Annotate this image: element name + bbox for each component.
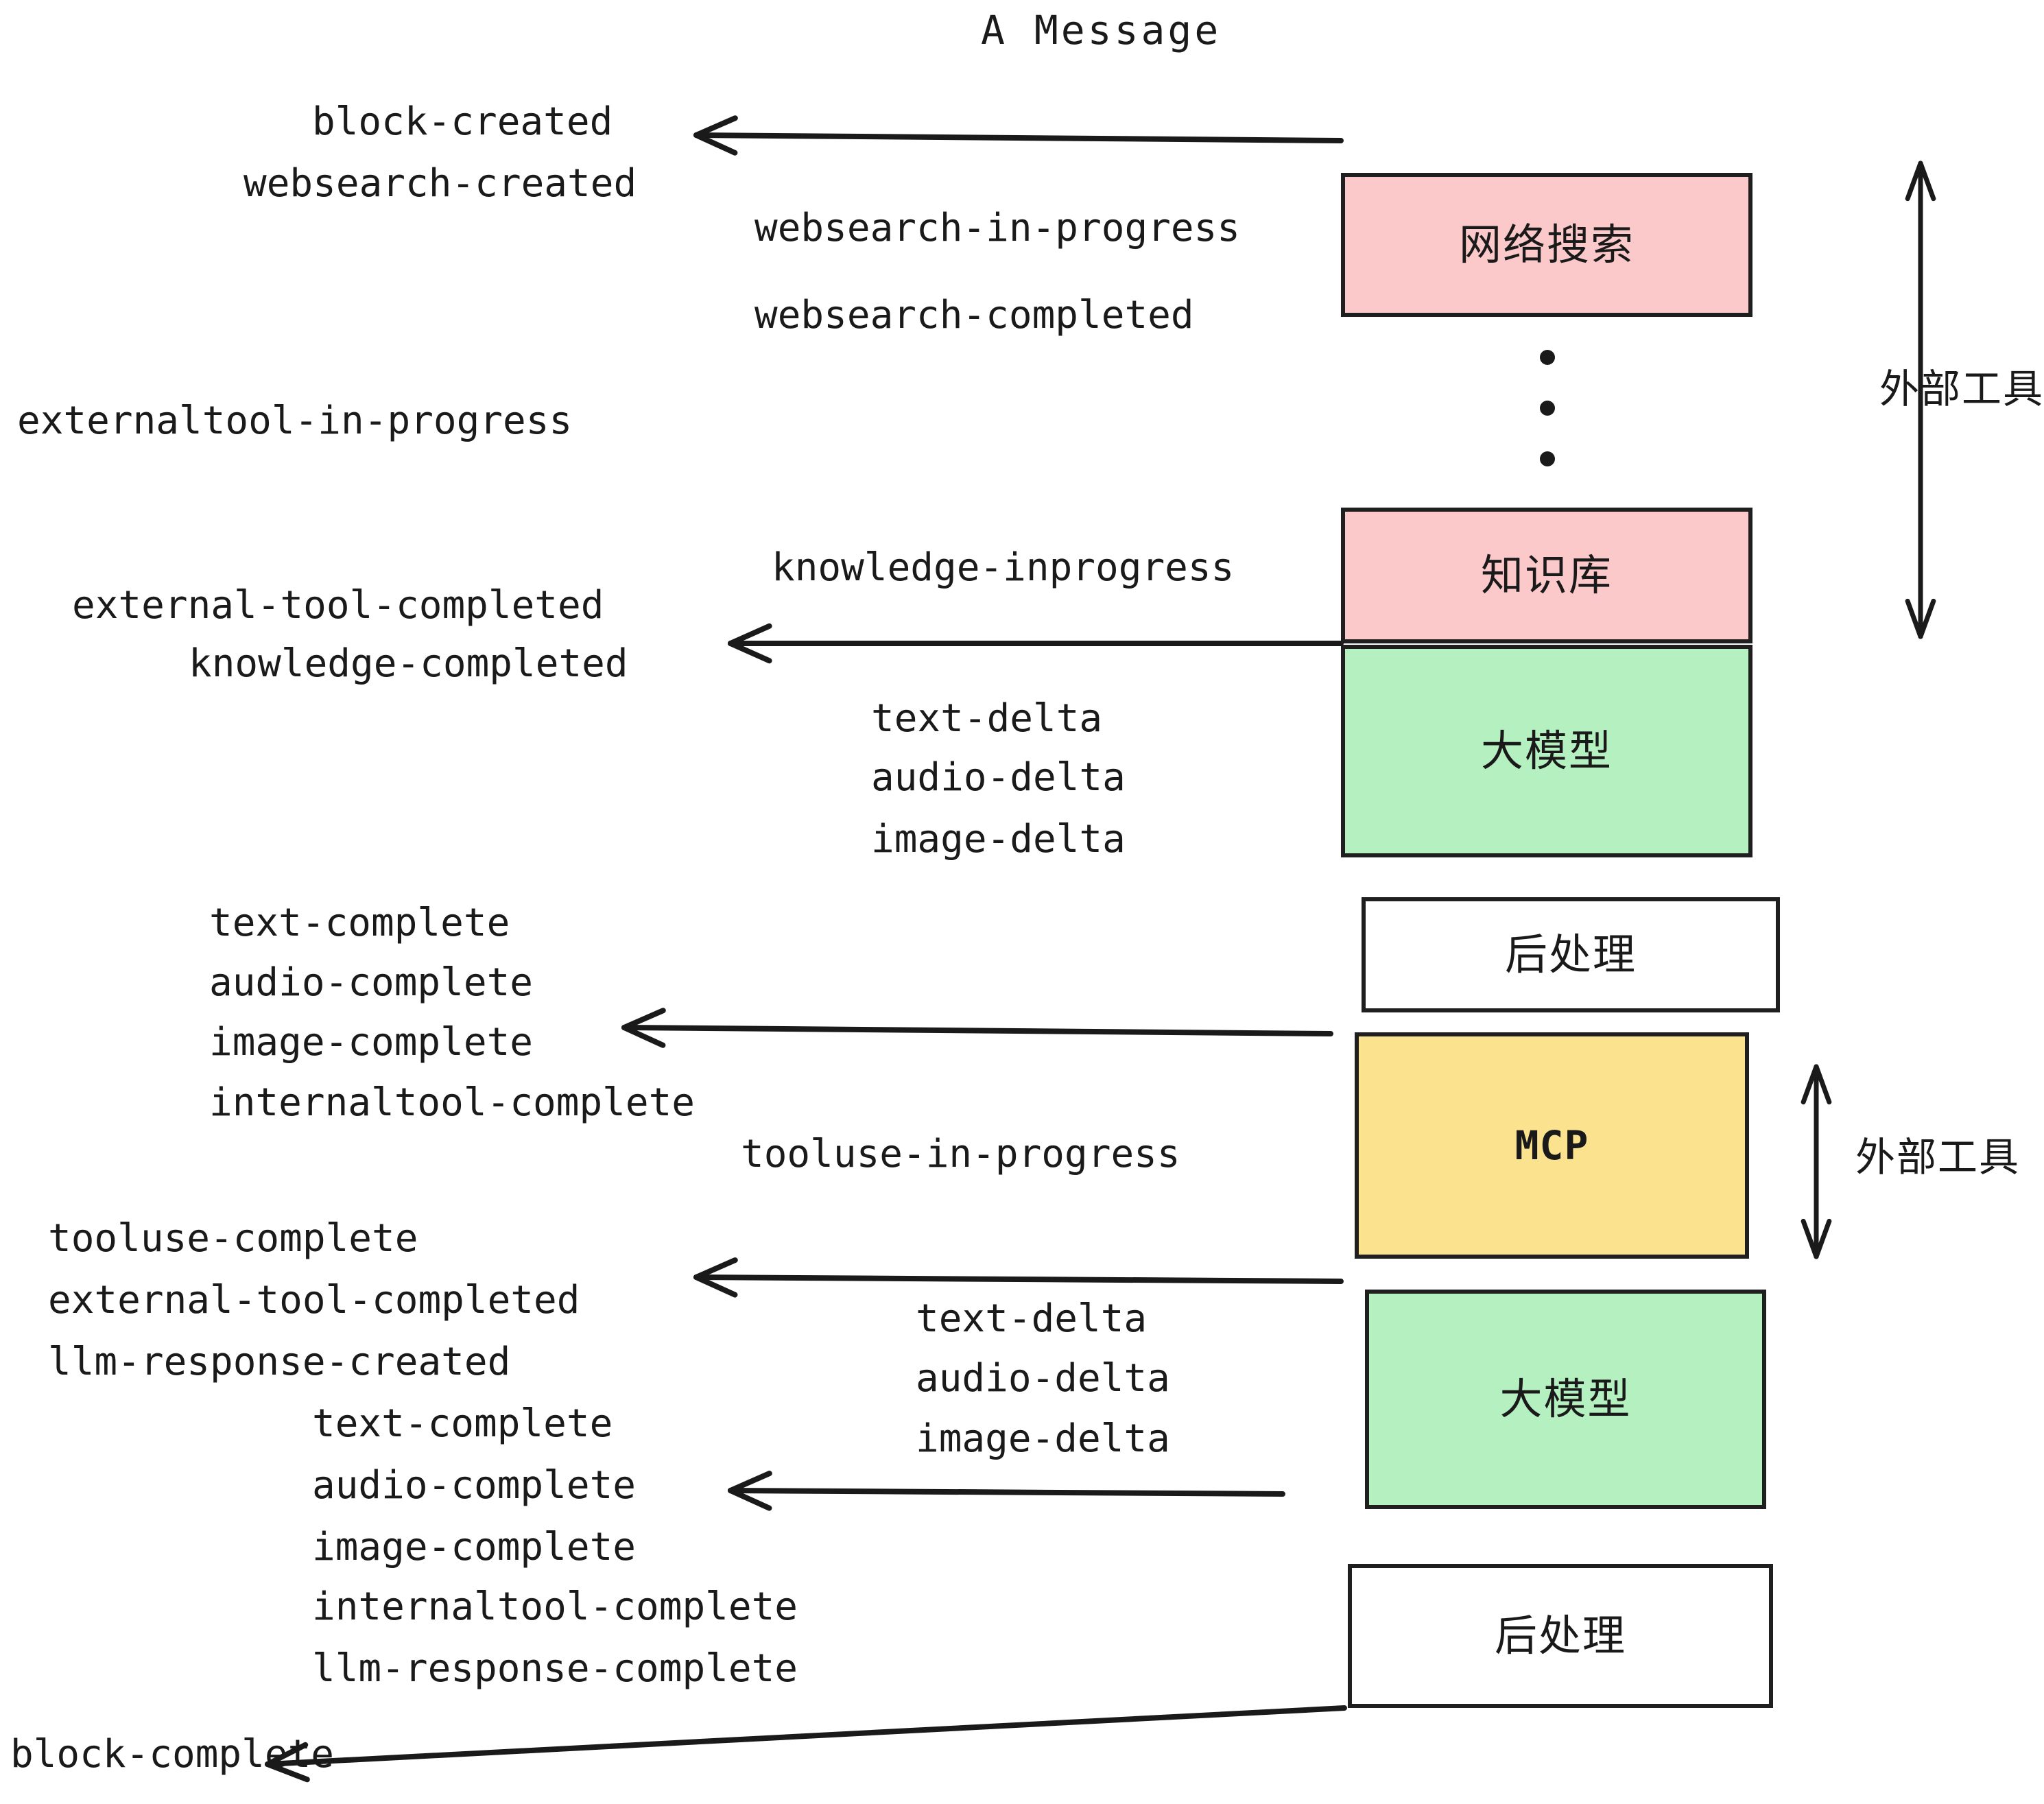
side-label-external-tools-top: 外部工具 (1879, 366, 2044, 412)
node-box-mcp: MCP (1355, 1032, 1749, 1259)
event-label-text-complete-1: text-complete (209, 901, 510, 945)
arrow-image-complete (621, 1008, 1333, 1048)
arrow-image-complete-head-b (621, 1025, 666, 1048)
external-tools-range-bottom-head-down-b (1814, 1218, 1832, 1259)
event-label-audio-delta-2: audio-delta (916, 1356, 1170, 1401)
page-title: A Message (981, 7, 1222, 54)
arrow-block-created (693, 115, 1344, 156)
event-label-external-tool-completed-2: external-tool-completed (48, 1278, 580, 1322)
node-box-knowledge: 知识库 (1341, 508, 1752, 643)
event-label-tooluse-in-progress: tooluse-in-progress (741, 1132, 1180, 1176)
external-tools-range-bottom-head-down-a (1801, 1218, 1819, 1259)
arrow-knowledge-completed (728, 623, 1344, 664)
arrow-block-created-shaft (693, 132, 1344, 143)
event-label-knowledge-completed: knowledge-completed (189, 641, 628, 686)
arrow-block-complete (265, 1705, 1347, 1783)
event-label-text-complete-2: text-complete (312, 1401, 613, 1446)
arrow-block-created-head-b (693, 132, 738, 156)
event-label-audio-complete-1: audio-complete (209, 960, 534, 1005)
event-label-llm-response-created: llm-response-created (48, 1340, 511, 1384)
ellipsis-dot (1540, 451, 1555, 466)
event-label-websearch-completed: websearch-completed (754, 293, 1194, 337)
event-label-tooluse-complete: tooluse-complete (48, 1216, 418, 1261)
arrow-audio-complete-2-head-a (728, 1471, 772, 1493)
event-label-audio-delta-1: audio-delta (871, 755, 1126, 800)
node-box-llm-2: 大模型 (1365, 1290, 1766, 1509)
arrow-knowledge-completed-head-b (728, 641, 772, 664)
external-tools-range-top-head-up-a (1905, 161, 1923, 202)
event-label-block-created: block-created (312, 99, 613, 144)
node-box-llm-1: 大模型 (1341, 645, 1752, 857)
arrow-knowledge-completed-head-a (728, 623, 772, 646)
event-label-audio-complete-2: audio-complete (312, 1463, 637, 1508)
arrow-external-tool-2-head-b (693, 1274, 738, 1298)
event-label-text-delta-2: text-delta (916, 1296, 1148, 1341)
side-label-external-tools-bottom: 外部工具 (1855, 1134, 2021, 1180)
event-label-block-complete: block-complete (10, 1732, 335, 1777)
external-tools-range-top-head-down-b (1918, 598, 1936, 639)
node-box-postprocess-2: 后处理 (1348, 1564, 1773, 1708)
arrow-block-complete-shaft (265, 1705, 1347, 1767)
event-label-text-delta-1: text-delta (871, 696, 1103, 741)
arrow-external-tool-2-shaft (693, 1274, 1344, 1284)
event-label-image-delta-1: image-delta (871, 817, 1126, 862)
node-label-knowledge: 知识库 (1480, 550, 1613, 600)
node-label-llm-1: 大模型 (1480, 726, 1613, 776)
arrow-external-tool-2-head-a (693, 1257, 738, 1280)
event-label-websearch-in-progress: websearch-in-progress (754, 206, 1241, 250)
node-label-postprocess-2: 后处理 (1494, 1611, 1626, 1661)
external-tools-range-top-head-up-b (1918, 161, 1936, 202)
arrow-external-tool-2 (693, 1257, 1344, 1298)
node-label-websearch: 网络搜索 (1458, 219, 1635, 270)
external-tools-range-bottom-head-up-b (1814, 1064, 1832, 1105)
arrow-audio-complete-2 (728, 1471, 1285, 1511)
event-label-external-tool-completed-1: external-tool-completed (72, 583, 604, 628)
event-label-image-complete-2: image-complete (312, 1525, 637, 1569)
event-label-internaltool-complete-1: internaltool-complete (209, 1080, 696, 1125)
arrow-block-created-head-a (693, 115, 738, 138)
event-label-internaltool-complete-2: internaltool-complete (312, 1585, 798, 1629)
event-label-websearch-created: websearch-created (243, 161, 637, 206)
ellipsis-dot (1540, 350, 1555, 365)
external-tools-range-top-head-down-a (1905, 598, 1923, 639)
external-tools-range-bottom-head-up-a (1801, 1064, 1819, 1105)
node-box-websearch: 网络搜索 (1341, 173, 1752, 317)
event-label-knowledge-inprogress: knowledge-inprogress (772, 545, 1235, 590)
event-label-llm-response-complete: llm-response-complete (312, 1646, 798, 1691)
external-tools-range-bottom (1801, 1064, 1832, 1259)
arrow-image-complete-head-a (621, 1008, 666, 1030)
arrow-audio-complete-2-head-b (728, 1488, 772, 1511)
event-label-image-complete-1: image-complete (209, 1020, 534, 1065)
arrow-image-complete-shaft (621, 1025, 1333, 1036)
event-label-image-delta-2: image-delta (916, 1416, 1170, 1461)
node-label-postprocess-1: 后处理 (1504, 929, 1637, 980)
event-label-externaltool-in-progress: externaltool-in-progress (17, 399, 573, 443)
ellipsis-dot (1540, 401, 1555, 416)
arrow-audio-complete-2-shaft (728, 1488, 1285, 1497)
node-box-postprocess-1: 后处理 (1362, 897, 1780, 1012)
vertical-ellipsis-icon (1540, 350, 1555, 466)
node-label-mcp: MCP (1514, 1122, 1589, 1169)
node-label-llm-2: 大模型 (1499, 1374, 1632, 1424)
